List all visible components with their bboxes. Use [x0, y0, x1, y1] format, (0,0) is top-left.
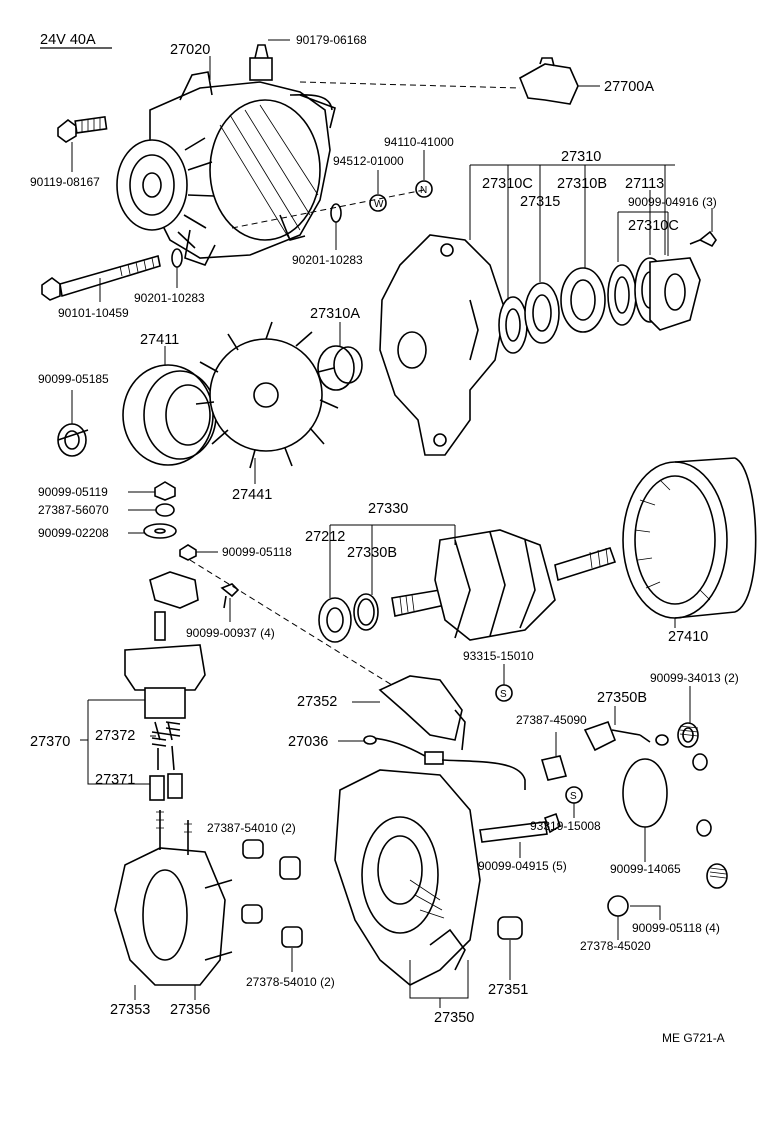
label-27372: 27372	[95, 728, 135, 744]
label-90099-00937: 90099-00937 (4)	[186, 626, 275, 640]
terminal-27350B-drawing	[583, 720, 669, 752]
insulators-lower-drawing	[241, 839, 523, 948]
rectifier-holder-drawing	[114, 810, 233, 986]
label-27410: 27410	[668, 629, 708, 645]
label-27036: 27036	[288, 734, 328, 750]
label-27351: 27351	[488, 982, 528, 998]
header: 24V 40A	[40, 32, 112, 49]
label-27378-54010: 27378-54010 (2)	[246, 975, 335, 989]
label-27378-45020: 27378-45020	[580, 939, 651, 953]
label-90099-04915: 90099-04915 (5)	[478, 859, 567, 873]
label-90099-05119: 90099-05119	[38, 485, 108, 499]
label-90099-02208: 90099-02208	[38, 526, 109, 540]
label-90101-10459: 90101-10459	[58, 306, 129, 320]
screw-s-symbol-2: S	[565, 786, 583, 804]
screw-s-symbol-1: S	[495, 684, 513, 702]
label-90099-05185: 90099-05185	[38, 372, 109, 386]
label-27310: 27310	[561, 149, 601, 165]
bolt-90101-drawing	[41, 254, 161, 301]
label-27353: 27353	[110, 1002, 150, 1018]
collar-90099-05185-drawing	[57, 423, 89, 457]
assembly-dash-line-3	[189, 559, 401, 691]
drive-end-frame-drawing	[379, 234, 506, 456]
bracket-27352-drawing	[378, 675, 466, 751]
label-27352: 27352	[297, 694, 337, 710]
label-27387-54010: 27387-54010 (2)	[207, 821, 296, 835]
label-27212: 27212	[305, 529, 345, 545]
part-labels: 27020 90179-06168 27700A 90119-08167 941…	[30, 33, 739, 1026]
fan-27441-drawing	[195, 321, 339, 469]
o-ring-90099-14065-drawing	[622, 758, 668, 828]
label-27310B: 27310B	[557, 176, 607, 192]
svg-text:S: S	[500, 689, 507, 700]
bolt-90119-drawing	[57, 115, 108, 143]
label-27387-56070: 27387-56070	[38, 503, 109, 517]
assembly-dash-line-1	[231, 189, 425, 229]
pulley-27411-drawing	[122, 364, 217, 466]
label-27113: 27113	[625, 176, 664, 192]
label-90201-10283-lower: 90201-10283	[134, 291, 205, 305]
bearing-stack-drawing	[498, 230, 717, 354]
regulator-cover-27700A-drawing	[518, 57, 579, 105]
washer-w-symbol: W	[369, 194, 387, 212]
label-27356: 27356	[170, 1002, 210, 1018]
svg-text:W: W	[374, 199, 384, 210]
diagram-code: ME G721-A	[662, 1031, 725, 1045]
insulator-27387-45090-drawing	[540, 755, 568, 781]
assembly-dash-line-2	[299, 81, 521, 89]
label-27411: 27411	[140, 332, 179, 348]
svg-text:S: S	[570, 791, 577, 802]
label-90099-04916: 90099-04916 (3)	[628, 195, 717, 209]
label-27310A: 27310A	[310, 306, 360, 322]
label-27371: 27371	[95, 772, 135, 788]
label-90099-05118-top: 90099-05118	[222, 545, 292, 559]
leader-lines	[71, 39, 713, 1008]
spec-label: 24V 40A	[40, 32, 96, 48]
stator-27410-drawing	[622, 457, 757, 619]
wire-27036-drawing	[363, 735, 526, 790]
label-90099-14065: 90099-14065	[610, 862, 681, 876]
label-27370: 27370	[30, 734, 70, 750]
insulators-right-drawing	[607, 722, 728, 917]
label-27350B: 27350B	[597, 690, 647, 706]
label-27310C-right: 27310C	[628, 218, 679, 234]
label-90179-06168: 90179-06168	[296, 33, 367, 47]
label-27350: 27350	[434, 1010, 474, 1026]
seal-27310A-drawing	[317, 345, 363, 391]
label-27700A: 27700A	[604, 79, 654, 95]
nut-n-symbol: N	[415, 180, 433, 198]
rotor-27330-drawing	[318, 529, 617, 643]
brush-holder-drawing	[124, 571, 206, 801]
label-94512-01000: 94512-01000	[333, 154, 404, 168]
rear-end-frame-drawing	[334, 769, 481, 986]
bolt-90099-04915-drawing	[479, 812, 561, 843]
label-27330B: 27330B	[347, 545, 397, 561]
label-94110-41000: 94110-41000	[384, 135, 454, 149]
label-27020: 27020	[170, 42, 210, 58]
label-27330: 27330	[368, 501, 408, 517]
label-27315: 27315	[520, 194, 560, 210]
label-90201-10283-upper: 90201-10283	[292, 253, 363, 267]
label-93319-15008: 93319-15008	[530, 819, 601, 833]
label-90119-08167: 90119-08167	[30, 175, 100, 189]
label-27310C-top: 27310C	[482, 176, 533, 192]
small-hardware-stack-drawing	[143, 481, 197, 561]
label-27441: 27441	[232, 487, 272, 503]
label-93315-15010: 93315-15010	[463, 649, 534, 663]
washer-90201-upper	[330, 203, 342, 223]
alternator-assembly-drawing	[116, 44, 336, 266]
label-27387-45090: 27387-45090	[516, 713, 587, 727]
washer-90201-lower	[171, 248, 183, 268]
label-90099-05118-bottom: 90099-05118 (4)	[632, 921, 720, 935]
label-90099-34013: 90099-34013 (2)	[650, 671, 739, 685]
